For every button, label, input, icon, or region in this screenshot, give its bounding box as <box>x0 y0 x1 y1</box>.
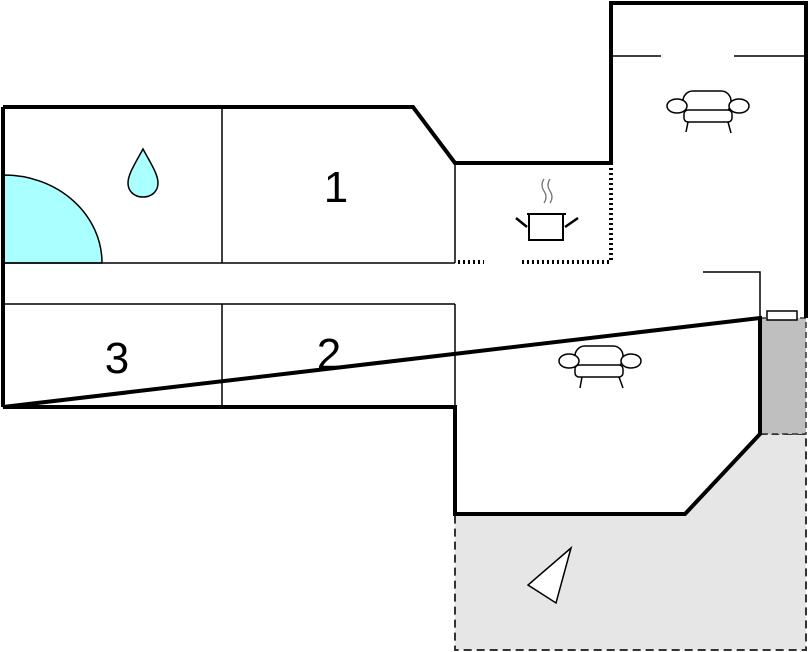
room-label-1: 1 <box>324 163 348 212</box>
door-marker <box>766 310 798 321</box>
stairs-area <box>759 317 807 435</box>
interior-wall <box>703 271 761 318</box>
room-label-3: 3 <box>105 334 129 383</box>
pool-area <box>3 174 103 264</box>
terrace-area <box>454 433 807 651</box>
room-label-2: 2 <box>317 330 341 379</box>
outer-wall <box>2 1 808 516</box>
terrace-pointer-icon <box>526 545 573 605</box>
sofa-icon <box>666 90 750 134</box>
sofa-icon <box>558 345 642 389</box>
water-drop-icon <box>127 147 159 198</box>
cooking-pot-icon <box>515 178 579 241</box>
